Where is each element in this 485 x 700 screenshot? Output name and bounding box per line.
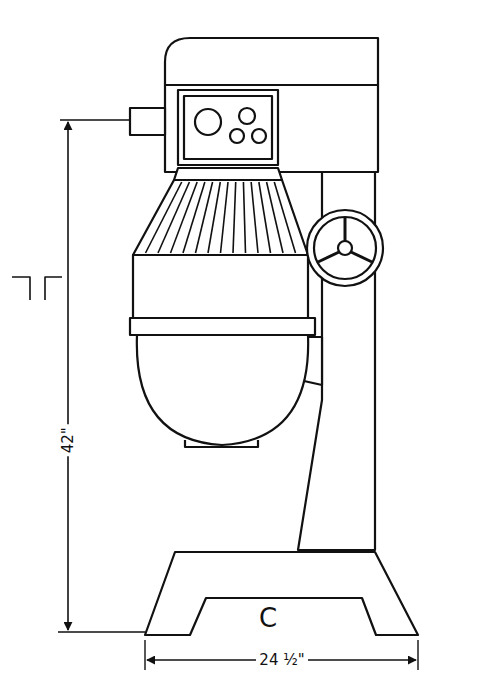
dimension-width: 24 ½" bbox=[256, 652, 307, 669]
base-letter: C bbox=[256, 604, 280, 633]
dimension-height: 42" bbox=[60, 424, 77, 456]
